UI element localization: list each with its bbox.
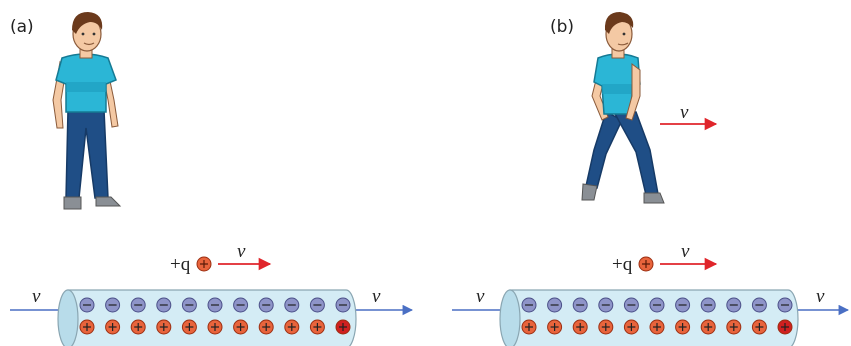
wire-b-electron bbox=[777, 297, 793, 313]
wire-b-electron bbox=[700, 297, 716, 313]
wire-b-electron bbox=[726, 297, 742, 313]
wire-a-electron bbox=[258, 297, 274, 313]
wire-a-positive-ion bbox=[130, 319, 146, 335]
wire-b-positive-ion bbox=[572, 319, 588, 335]
wire-b-negative-row bbox=[521, 297, 793, 313]
wire-b-positive-ion bbox=[751, 319, 767, 335]
charge-a-velocity-label: v bbox=[237, 241, 246, 262]
standing-person bbox=[52, 12, 122, 210]
wire-a-electron bbox=[284, 297, 300, 313]
wire-b-positive-ion bbox=[726, 319, 742, 335]
charge-a-symbol bbox=[196, 256, 212, 272]
wire-b-electron bbox=[675, 297, 691, 313]
wire-a-electron bbox=[156, 297, 172, 313]
wire-a-positive-ion bbox=[156, 319, 172, 335]
wire-a-positive-ion bbox=[258, 319, 274, 335]
wire-b-electron bbox=[649, 297, 665, 313]
wire-a-positive-row bbox=[79, 319, 351, 335]
wire-b-positive-ion bbox=[623, 319, 639, 335]
wire-a-positive-ion bbox=[105, 319, 121, 335]
wire-a-positive-ion bbox=[335, 319, 351, 335]
wire-a-positive-ion bbox=[79, 319, 95, 335]
panel-b-label: (b) bbox=[550, 17, 574, 37]
panel-a-label: (a) bbox=[10, 17, 34, 37]
wire-b-positive-ion bbox=[649, 319, 665, 335]
wire-a-positive-ion bbox=[181, 319, 197, 335]
wire-a-electron bbox=[130, 297, 146, 313]
wire-a-electron bbox=[105, 297, 121, 313]
wire-a bbox=[57, 289, 357, 346]
panel-a: (a) +q bbox=[10, 12, 414, 346]
wire-b-positive-ion bbox=[598, 319, 614, 335]
wire-b-positive-ion bbox=[521, 319, 537, 335]
wire-b-electron bbox=[623, 297, 639, 313]
wire-b bbox=[499, 289, 799, 346]
wire-b-positive-ion bbox=[700, 319, 716, 335]
wire-a-negative-row bbox=[79, 297, 351, 313]
charge-b-velocity-label: v bbox=[681, 241, 690, 262]
wire-a-electron bbox=[309, 297, 325, 313]
wire-b-positive-row bbox=[521, 319, 793, 335]
wire-a-electron bbox=[207, 297, 223, 313]
wire-a-electron bbox=[181, 297, 197, 313]
wire-a-positive-ion bbox=[284, 319, 300, 335]
walking-person bbox=[581, 12, 665, 204]
person-velocity-label: v bbox=[680, 102, 689, 123]
wire-b-electron bbox=[572, 297, 588, 313]
current-b-in-label: v bbox=[476, 286, 485, 307]
current-a-in-label: v bbox=[32, 286, 41, 307]
wire-a-electron bbox=[335, 297, 351, 313]
wire-b-positive-ion bbox=[777, 319, 793, 335]
wire-a-electron bbox=[79, 297, 95, 313]
wire-b-positive-ion bbox=[675, 319, 691, 335]
wire-a-electron bbox=[233, 297, 249, 313]
wire-a-positive-ion bbox=[309, 319, 325, 335]
wire-a-positive-ion bbox=[233, 319, 249, 335]
charge-a-label: +q bbox=[170, 254, 191, 275]
charge-b-symbol bbox=[638, 256, 654, 272]
charge-b-label: +q bbox=[612, 254, 633, 275]
wire-b-electron bbox=[598, 297, 614, 313]
wire-b-electron bbox=[521, 297, 537, 313]
wire-b-electron bbox=[547, 297, 563, 313]
wire-b-positive-ion bbox=[547, 319, 563, 335]
current-b-out-label: v bbox=[816, 286, 825, 307]
wire-a-positive-ion bbox=[207, 319, 223, 335]
panel-b: (b) v +q bbox=[452, 12, 850, 346]
wire-b-electron bbox=[751, 297, 767, 313]
current-a-out-label: v bbox=[372, 286, 381, 307]
